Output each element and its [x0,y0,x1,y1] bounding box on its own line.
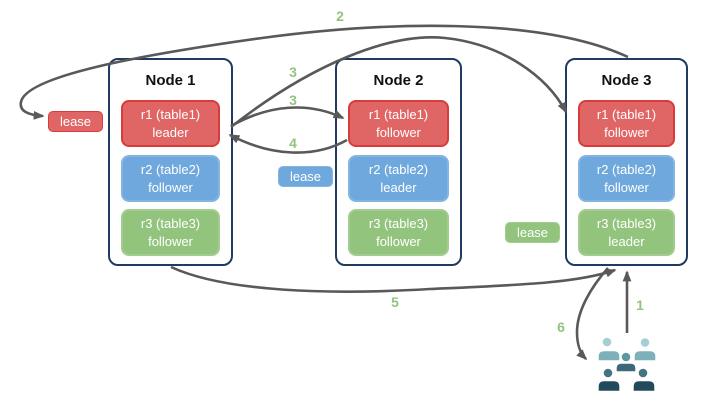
replica-role: follower [604,124,649,140]
step-label-1: 1 [636,297,644,313]
replica-role: follower [604,179,649,195]
replica-name: r1 (table1) [596,106,657,122]
node1-replica-r3: r3 (table3) follower [121,209,220,256]
node1-box: Node 1 r1 (table1) leader r2 (table2) fo… [108,58,233,266]
replica-name: r1 (table1) [368,106,429,122]
step-label-3a: 3 [289,64,297,80]
lease-badge-r2: lease [278,166,333,187]
node2-title: Node 2 [373,72,424,89]
node3-box: Node 3 r1 (table1) follower r2 (table2) … [565,58,688,266]
replica-name: r2 (table2) [596,161,657,177]
step-label-2: 2 [336,8,344,24]
node3-title: Node 3 [601,72,652,89]
lease-badge-r1: lease [48,111,103,132]
replica-name: r2 (table2) [368,161,429,177]
node1-title: Node 1 [145,72,196,89]
replica-role: leader [380,179,417,195]
users-icon [597,336,657,393]
replica-role: follower [376,233,421,249]
node3-replica-r1: r1 (table1) follower [578,100,675,147]
node2-replica-r3: r3 (table3) follower [348,209,449,256]
arrow-step-3-to-node2 [230,106,345,128]
lease-badge-r3: lease [505,222,560,243]
replica-name: r1 (table1) [140,106,201,122]
replica-role: follower [376,124,421,140]
replica-name: r3 (table3) [368,215,429,231]
replica-role: follower [148,179,193,195]
replica-role: follower [148,233,193,249]
node3-replica-r2: r2 (table2) follower [578,155,675,202]
node2-replica-r2: r2 (table2) leader [348,155,449,202]
replica-role: leader [152,124,189,140]
node1-replica-r1: r1 (table1) leader [121,100,220,147]
step-label-4: 4 [289,135,297,151]
arrow-step-6 [575,267,609,361]
replica-name: r3 (table3) [596,215,657,231]
replica-name: r2 (table2) [140,161,201,177]
replica-role: leader [608,233,645,249]
node2-replica-r1: r1 (table1) follower [348,100,449,147]
step-label-5: 5 [391,294,399,310]
step-label-6: 6 [557,319,565,335]
node1-replica-r2: r2 (table2) follower [121,155,220,202]
replica-name: r3 (table3) [140,215,201,231]
arrow-step-5 [170,265,617,293]
step-label-3b: 3 [289,92,297,108]
node3-replica-r3: r3 (table3) leader [578,209,675,256]
node2-box: Node 2 r1 (table1) follower r2 (table2) … [335,58,462,266]
